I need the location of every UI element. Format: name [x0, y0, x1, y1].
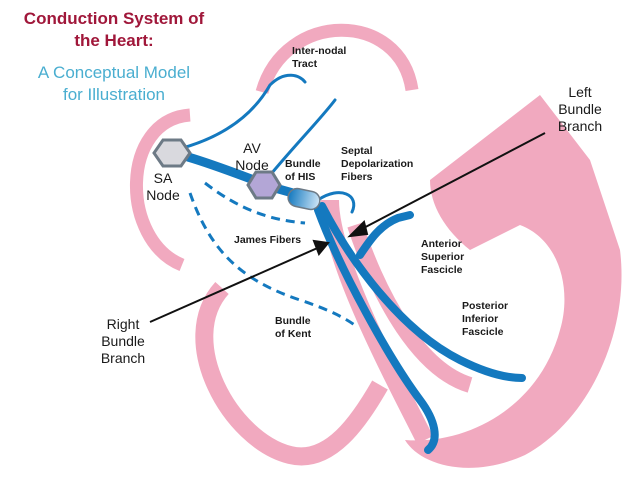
right-atrium-arc [129, 108, 191, 272]
septal-fibers-path [316, 191, 356, 214]
anterior-superior-fascicle-label: Anterior Superior Fascicle [421, 238, 465, 276]
subtitle-line-2: for Illustration [62, 85, 166, 104]
james-fibers-label: James Fibers [234, 234, 302, 246]
bundle-of-kent-path [188, 192, 357, 328]
left-bundle-branch-label: Left Bundle Branch [557, 84, 603, 134]
conduction-paths [173, 73, 526, 454]
left-bundle-pointer [355, 132, 546, 233]
accessory-paths [188, 181, 357, 328]
pointer-lines [149, 132, 546, 323]
title-line-2: the Heart: [74, 31, 154, 50]
bundle-of-his-shape [287, 187, 321, 211]
right-bundle-arrowhead [312, 239, 330, 256]
sa-node-label: SA Node [146, 170, 180, 203]
internodal-tract-label: Inter-nodal Tract [292, 45, 347, 70]
av-node-label: AV Node [235, 140, 269, 173]
left-bundle-arrowhead [347, 220, 369, 238]
right-bundle-pointer [149, 245, 323, 323]
james-fibers-path [204, 181, 306, 225]
left-bundle-path [318, 202, 526, 382]
subtitle-line-1: A Conceptual Model [37, 63, 191, 82]
sa-node-hexagon [152, 138, 192, 168]
title-line-1: Conduction System of [23, 9, 205, 28]
bundle-of-kent-label: Bundle of Kent [275, 315, 312, 340]
right-bundle-path [314, 206, 439, 454]
av-node-hexagon [246, 170, 282, 200]
title-subtitle: A Conceptual Model for Illustration [0, 62, 228, 106]
bundle-of-his-label: Bundle of HIS [285, 158, 321, 183]
posterior-inferior-fascicle-label: Posterior Inferior Fascicle [462, 300, 509, 338]
left-ventricle-wall [405, 95, 622, 468]
right-ventricle-wall [195, 281, 388, 466]
title-main: Conduction System of the Heart: [0, 8, 228, 52]
anterior-fascicle-path [356, 211, 414, 259]
right-bundle-branch-label: Right Bundle Branch [100, 316, 146, 366]
internodal-tract-path [173, 73, 307, 152]
atrial-arch [255, 23, 419, 94]
septal-depolarization-label: Septal Depolarization Fibers [341, 145, 414, 183]
